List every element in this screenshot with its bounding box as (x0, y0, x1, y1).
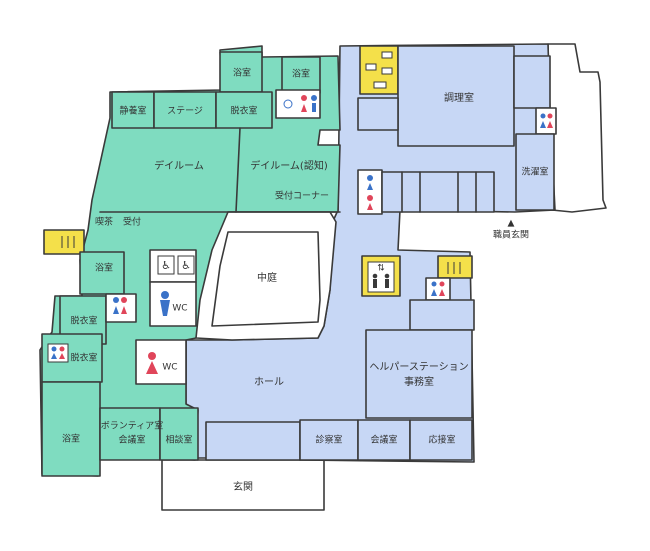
svg-text:♿: ♿ (161, 259, 171, 272)
label-office: 事務室 (404, 375, 434, 388)
stairs-east (437, 255, 473, 279)
staff-entrance-marker: ▲ (508, 219, 515, 229)
stairs-west (43, 229, 85, 255)
label-reception: 受付 (123, 216, 141, 228)
label-reception-room: 応接室 (428, 434, 455, 446)
toilet-pictogram-east-low (431, 281, 445, 296)
room-east-upper (513, 55, 551, 109)
label-bath-top-right: 浴室 (292, 68, 310, 80)
label-meeting-room-left: 会議室 (118, 434, 145, 446)
toilet-pictogram-mid (113, 297, 127, 314)
wc-men (149, 281, 197, 327)
label-exam-room: 診察室 (315, 434, 342, 446)
wc-east-low (425, 277, 451, 301)
room-blue-small (357, 97, 399, 131)
room-stage (153, 91, 217, 129)
day-room-divider (235, 127, 241, 213)
stairs-hatching (61, 236, 461, 274)
room-consultation (159, 407, 199, 461)
label-bath-bottom: 浴室 (62, 433, 80, 445)
label-tearoom: 喫茶 (95, 216, 113, 228)
wc-women (135, 339, 187, 385)
room-kitchen (397, 45, 515, 147)
room-volunteer (99, 407, 161, 461)
room-laundry (515, 133, 555, 211)
elevator-icon: ⇅ (367, 261, 395, 293)
label-volunteer-room: ボランティア室 (101, 420, 163, 432)
men-toilet-icon: WC (160, 291, 188, 316)
label-consultation-room: 相談室 (165, 434, 192, 446)
svg-text:♿: ♿ (181, 259, 191, 272)
room-meeting-right (357, 419, 411, 461)
right-outdoor-area (547, 43, 607, 213)
label-reception-corner: 受付コーナー (275, 190, 329, 202)
room-quiet (111, 91, 155, 129)
toilet-pictogram-low (47, 343, 69, 363)
wc-east (535, 107, 557, 135)
room-helper-station (365, 329, 473, 419)
entrance-area (161, 459, 325, 511)
room-bath-top-right (281, 56, 321, 94)
label-kitchen: 調理室 (444, 91, 474, 104)
label-bath-top-left: 浴室 (233, 67, 251, 79)
toilet-pictogram-east (540, 113, 553, 128)
label-bath-mid: 浴室 (95, 262, 113, 274)
label-hall: ホール (254, 376, 284, 388)
label-dressing-low: 脱衣室 (70, 352, 97, 364)
courtyard-inner (211, 231, 321, 327)
room-bath-top-left (219, 51, 263, 93)
wc-mid (105, 293, 137, 323)
label-helper-station: ヘルパーステーション (369, 361, 468, 373)
room-east-low (409, 299, 475, 331)
room-bath-bottom (41, 381, 101, 477)
wheelchair-icon: ♿ ♿ (157, 255, 195, 275)
room-reception (409, 419, 473, 461)
label-meeting-room-right: 会議室 (370, 434, 397, 446)
label-day-room: デイルーム (154, 159, 204, 172)
wc-men-label: WC (172, 304, 187, 314)
label-day-room-dementia: デイルーム(認知) (250, 159, 328, 172)
label-staff-entrance: 職員玄関 (493, 229, 529, 241)
label-courtyard: 中庭 (257, 271, 277, 284)
room-dressing-top (215, 91, 273, 129)
label-stage: ステージ (167, 106, 203, 117)
room-exam (299, 419, 359, 461)
svg-text:⇅: ⇅ (377, 264, 385, 274)
label-entrance: 玄関 (233, 480, 253, 493)
hall-inner (205, 421, 301, 461)
label-laundry: 洗濯室 (521, 166, 548, 178)
stairs-icon (365, 51, 393, 89)
toilet-pictogram-center (367, 175, 373, 210)
label-quiet-room: 静養室 (119, 105, 146, 117)
label-dressing-mid: 脱衣室 (70, 315, 97, 327)
women-toilet-icon: WC (146, 352, 178, 374)
wc-women-label: WC (162, 363, 177, 373)
label-dressing-top: 脱衣室 (230, 105, 257, 117)
toilet-pictogram-top (283, 95, 317, 112)
corridor-cells (381, 171, 495, 213)
courtyard-area (195, 211, 337, 341)
room-bath-mid (79, 251, 125, 295)
